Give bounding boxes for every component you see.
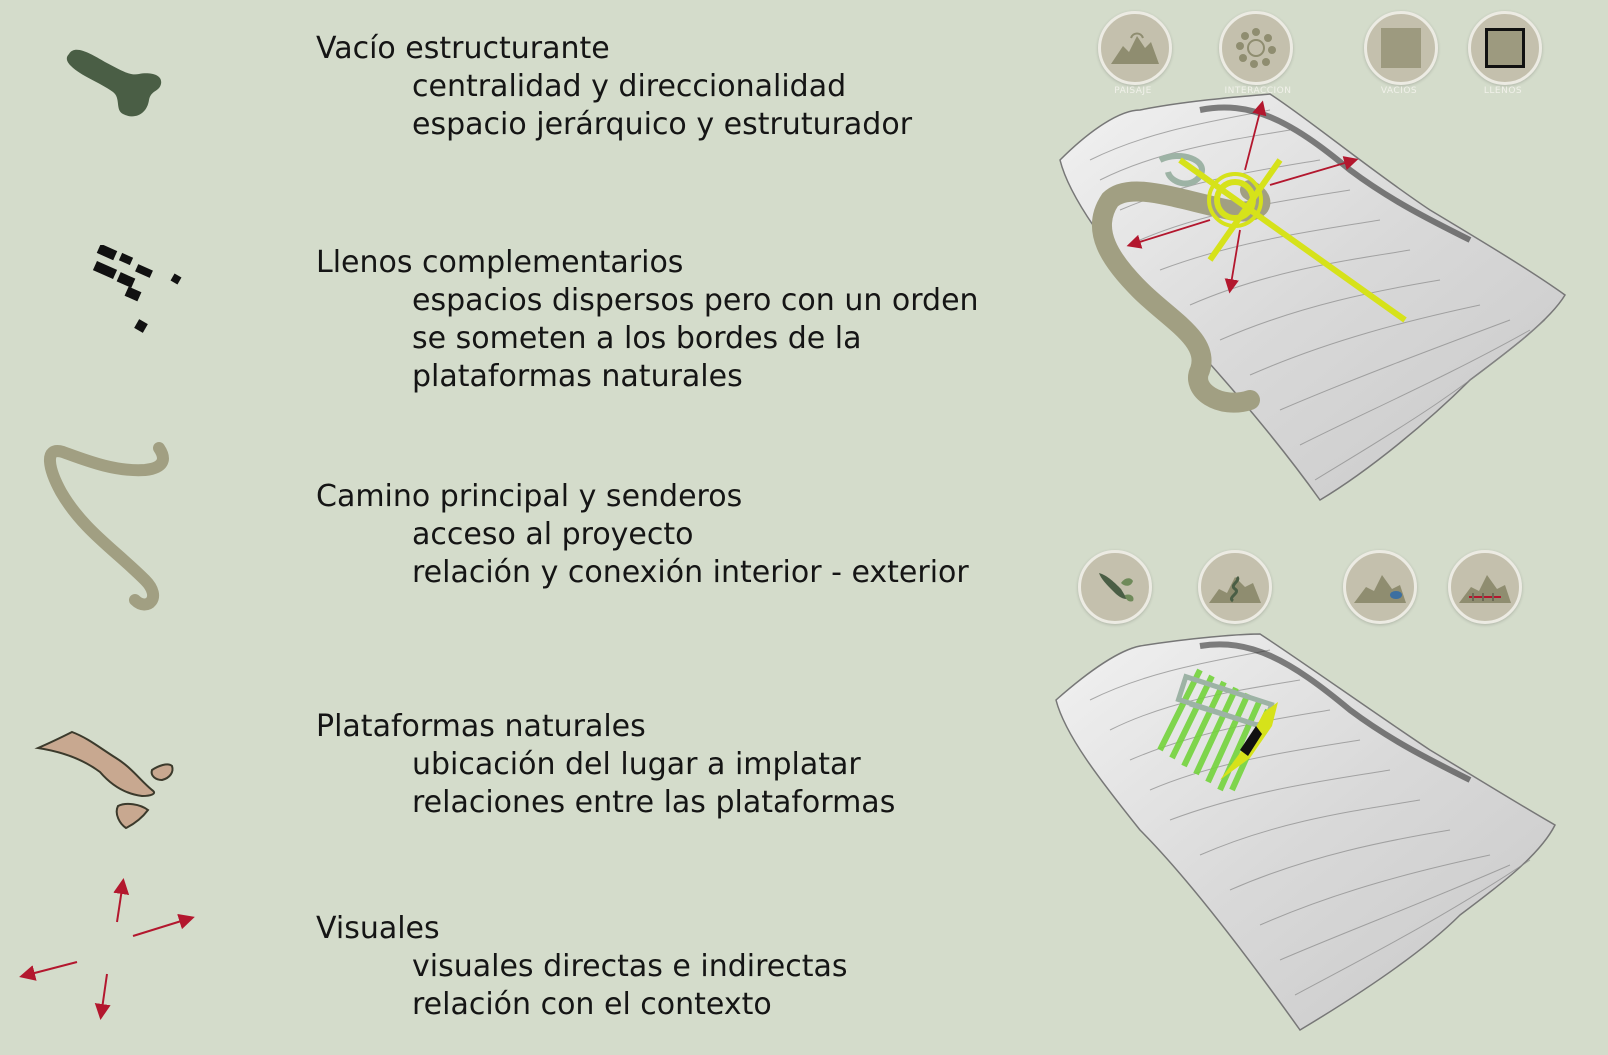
void-square-icon — [1381, 28, 1421, 68]
interaction-badge — [1219, 11, 1293, 85]
path-hill-badge — [1198, 550, 1272, 624]
badge-label: INTERACCION — [1224, 86, 1292, 96]
vegetation-badge — [1078, 550, 1152, 624]
hill-water-badge — [1343, 550, 1417, 624]
section-line: ubicación del lugar a implatar — [412, 747, 861, 782]
section-line: espacio jerárquico y estruturador — [412, 107, 913, 142]
badge-label: LLENOS — [1483, 86, 1523, 96]
section-line: relación y conexión interior - exterior — [412, 555, 969, 590]
section-full: Llenos complementarios espacios disperso… — [316, 244, 979, 396]
landscape-badge — [1098, 11, 1172, 85]
section-line: relaciones entre las plataformas — [412, 785, 896, 820]
visual-arrows-icon — [19, 878, 195, 1020]
hill-structure-badge — [1448, 550, 1522, 624]
section-line: visuales directas e indirectas — [412, 949, 848, 984]
section-void: Vacío estructurante centralidad y direcc… — [316, 30, 912, 144]
vegetation-icon — [1099, 573, 1134, 602]
section-line: plataformas naturales — [412, 359, 743, 394]
section-title: Llenos complementarios — [316, 245, 684, 280]
section-title: Visuales — [316, 911, 440, 946]
section-line: acceso al proyecto — [412, 517, 694, 552]
landscape-icon — [1111, 32, 1159, 64]
badge-label: VACIOS — [1380, 86, 1418, 96]
section-visuals: Visuales visuales directas e indirectas … — [316, 910, 848, 1024]
path-shape-icon — [43, 442, 169, 611]
section-line: se someten a los bordes de la — [412, 321, 862, 356]
section-line: espacios dispersos pero con un orden — [412, 283, 979, 318]
section-title: Camino principal y senderos — [316, 479, 743, 514]
hill-water-icon — [1354, 575, 1406, 603]
section-line: relación con el contexto — [412, 987, 772, 1022]
section-path: Camino principal y senderos acceso al pr… — [316, 478, 969, 592]
hill-structure-icon — [1459, 575, 1511, 603]
badge-label: PAISAJE — [1114, 86, 1152, 96]
section-title: Plataformas naturales — [316, 709, 646, 744]
full-blocks-icon — [92, 245, 182, 333]
full-badge — [1468, 11, 1542, 85]
void-shape-icon — [66, 49, 162, 117]
full-square-icon — [1485, 28, 1525, 68]
void-badge — [1364, 11, 1438, 85]
section-line: centralidad y direccionalidad — [412, 69, 847, 104]
section-platforms: Plataformas naturales ubicación del luga… — [316, 708, 895, 822]
platform-shape-icon — [34, 730, 174, 830]
terrain-model-top — [1059, 93, 1566, 501]
section-title: Vacío estructurante — [316, 31, 610, 66]
path-hill-icon — [1209, 575, 1261, 603]
interaction-icon — [1236, 28, 1276, 68]
terrain-model-bottom — [1055, 633, 1556, 1031]
